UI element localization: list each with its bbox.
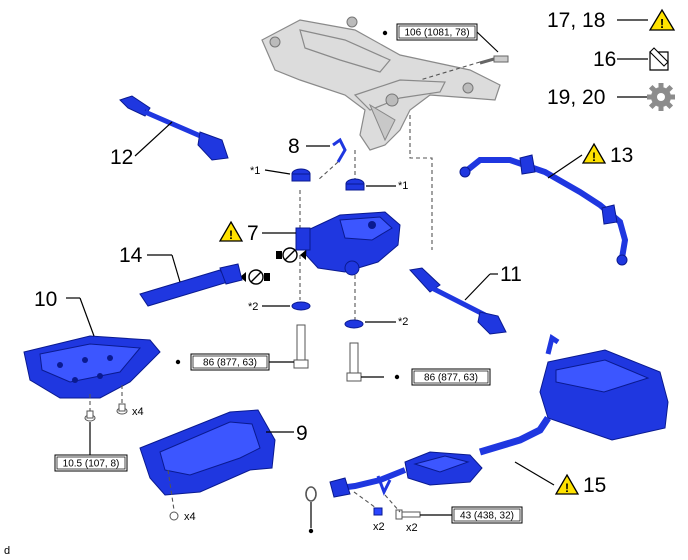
callout-dot	[382, 30, 388, 36]
callout-12: 12	[110, 146, 133, 169]
callout-16: 16	[593, 48, 616, 71]
note-x4-bottom: x4	[184, 511, 196, 523]
torque-spec-insulator-text: 10.5 (107, 8)	[63, 459, 120, 470]
note-star1-left: *1	[250, 165, 260, 177]
warning-icon: !	[218, 220, 244, 242]
heat-insulator-lower	[139, 409, 276, 496]
torque-spec-left-text: 86 (877, 63)	[203, 358, 257, 369]
no-reuse-icon	[276, 247, 306, 263]
note-x2-a: x2	[373, 521, 385, 533]
svg-text:!: !	[565, 481, 569, 495]
svg-text:!: !	[660, 16, 664, 31]
nut-icon	[116, 403, 128, 415]
upper-cushion-right	[345, 178, 365, 191]
gasket	[305, 486, 317, 502]
note-star2-left: *2	[248, 301, 258, 313]
callout-dot	[308, 528, 314, 534]
callout-dot	[394, 374, 400, 380]
mount-bolt-right	[346, 342, 362, 382]
callout-9: 9	[296, 422, 308, 445]
svg-text:!: !	[229, 228, 233, 242]
callout-10: 10	[34, 288, 57, 311]
torque-spec-right: 86 (877, 63)	[411, 368, 491, 386]
lower-cushion-right	[344, 319, 364, 329]
legend-gear: 19, 20	[547, 83, 675, 111]
warning-icon: !	[554, 473, 580, 495]
callout-11: 11	[500, 263, 522, 286]
callout-15: 15	[583, 474, 606, 497]
warning-icon: !	[581, 142, 607, 164]
note-star2-right: *2	[398, 316, 408, 328]
no-reuse-icon	[240, 269, 270, 285]
torque-spec-insulator: 10.5 (107, 8)	[54, 454, 128, 472]
note-star1-right: *1	[398, 180, 408, 192]
callout-8: 8	[288, 135, 300, 158]
stabilizer-bar	[459, 154, 629, 266]
exhaust-assembly	[329, 333, 669, 498]
torque-spec-right-text: 86 (877, 63)	[424, 373, 478, 384]
lower-cushion-left	[291, 301, 311, 311]
callout-17-18: 17, 18	[547, 9, 605, 32]
note-x4-top: x4	[132, 406, 144, 418]
suspension-member	[261, 16, 501, 151]
torque-spec-top: 106 (1081, 78)	[396, 23, 478, 41]
torque-spec-top-text: 106 (1081, 78)	[404, 28, 469, 39]
torque-spec-left: 86 (877, 63)	[190, 353, 270, 371]
corner-letter: d	[4, 545, 10, 557]
note-x2-b: x2	[406, 522, 418, 534]
callout-7: 7	[247, 222, 259, 245]
torque-spec-exhaust-text: 43 (438, 32)	[460, 511, 514, 522]
callout-19-20: 19, 20	[547, 86, 605, 109]
nut-icon	[169, 511, 179, 521]
grease-icon	[649, 47, 669, 71]
warning-icon: !	[648, 8, 676, 31]
legend-grease: 16	[593, 47, 669, 71]
exhaust-nut	[373, 507, 383, 516]
mount-bolt-left	[293, 324, 309, 369]
legend-warning: 17, 18 !	[547, 8, 676, 32]
callout-dot	[175, 359, 181, 365]
breather-hose	[317, 137, 347, 181]
differential-assembly	[295, 211, 401, 276]
drive-shaft-left	[119, 95, 229, 161]
clip-icon	[84, 410, 96, 422]
svg-text:!: !	[592, 150, 596, 164]
callout-14: 14	[119, 244, 143, 267]
gear-icon	[647, 83, 675, 111]
heat-insulator-upper	[23, 335, 161, 399]
callout-13: 13	[610, 144, 633, 167]
frame-bolt	[479, 55, 509, 65]
propeller-shaft	[139, 263, 243, 307]
upper-cushion-left	[291, 168, 311, 182]
torque-spec-exhaust: 43 (438, 32)	[451, 506, 523, 524]
drive-shaft-right	[409, 267, 507, 335]
